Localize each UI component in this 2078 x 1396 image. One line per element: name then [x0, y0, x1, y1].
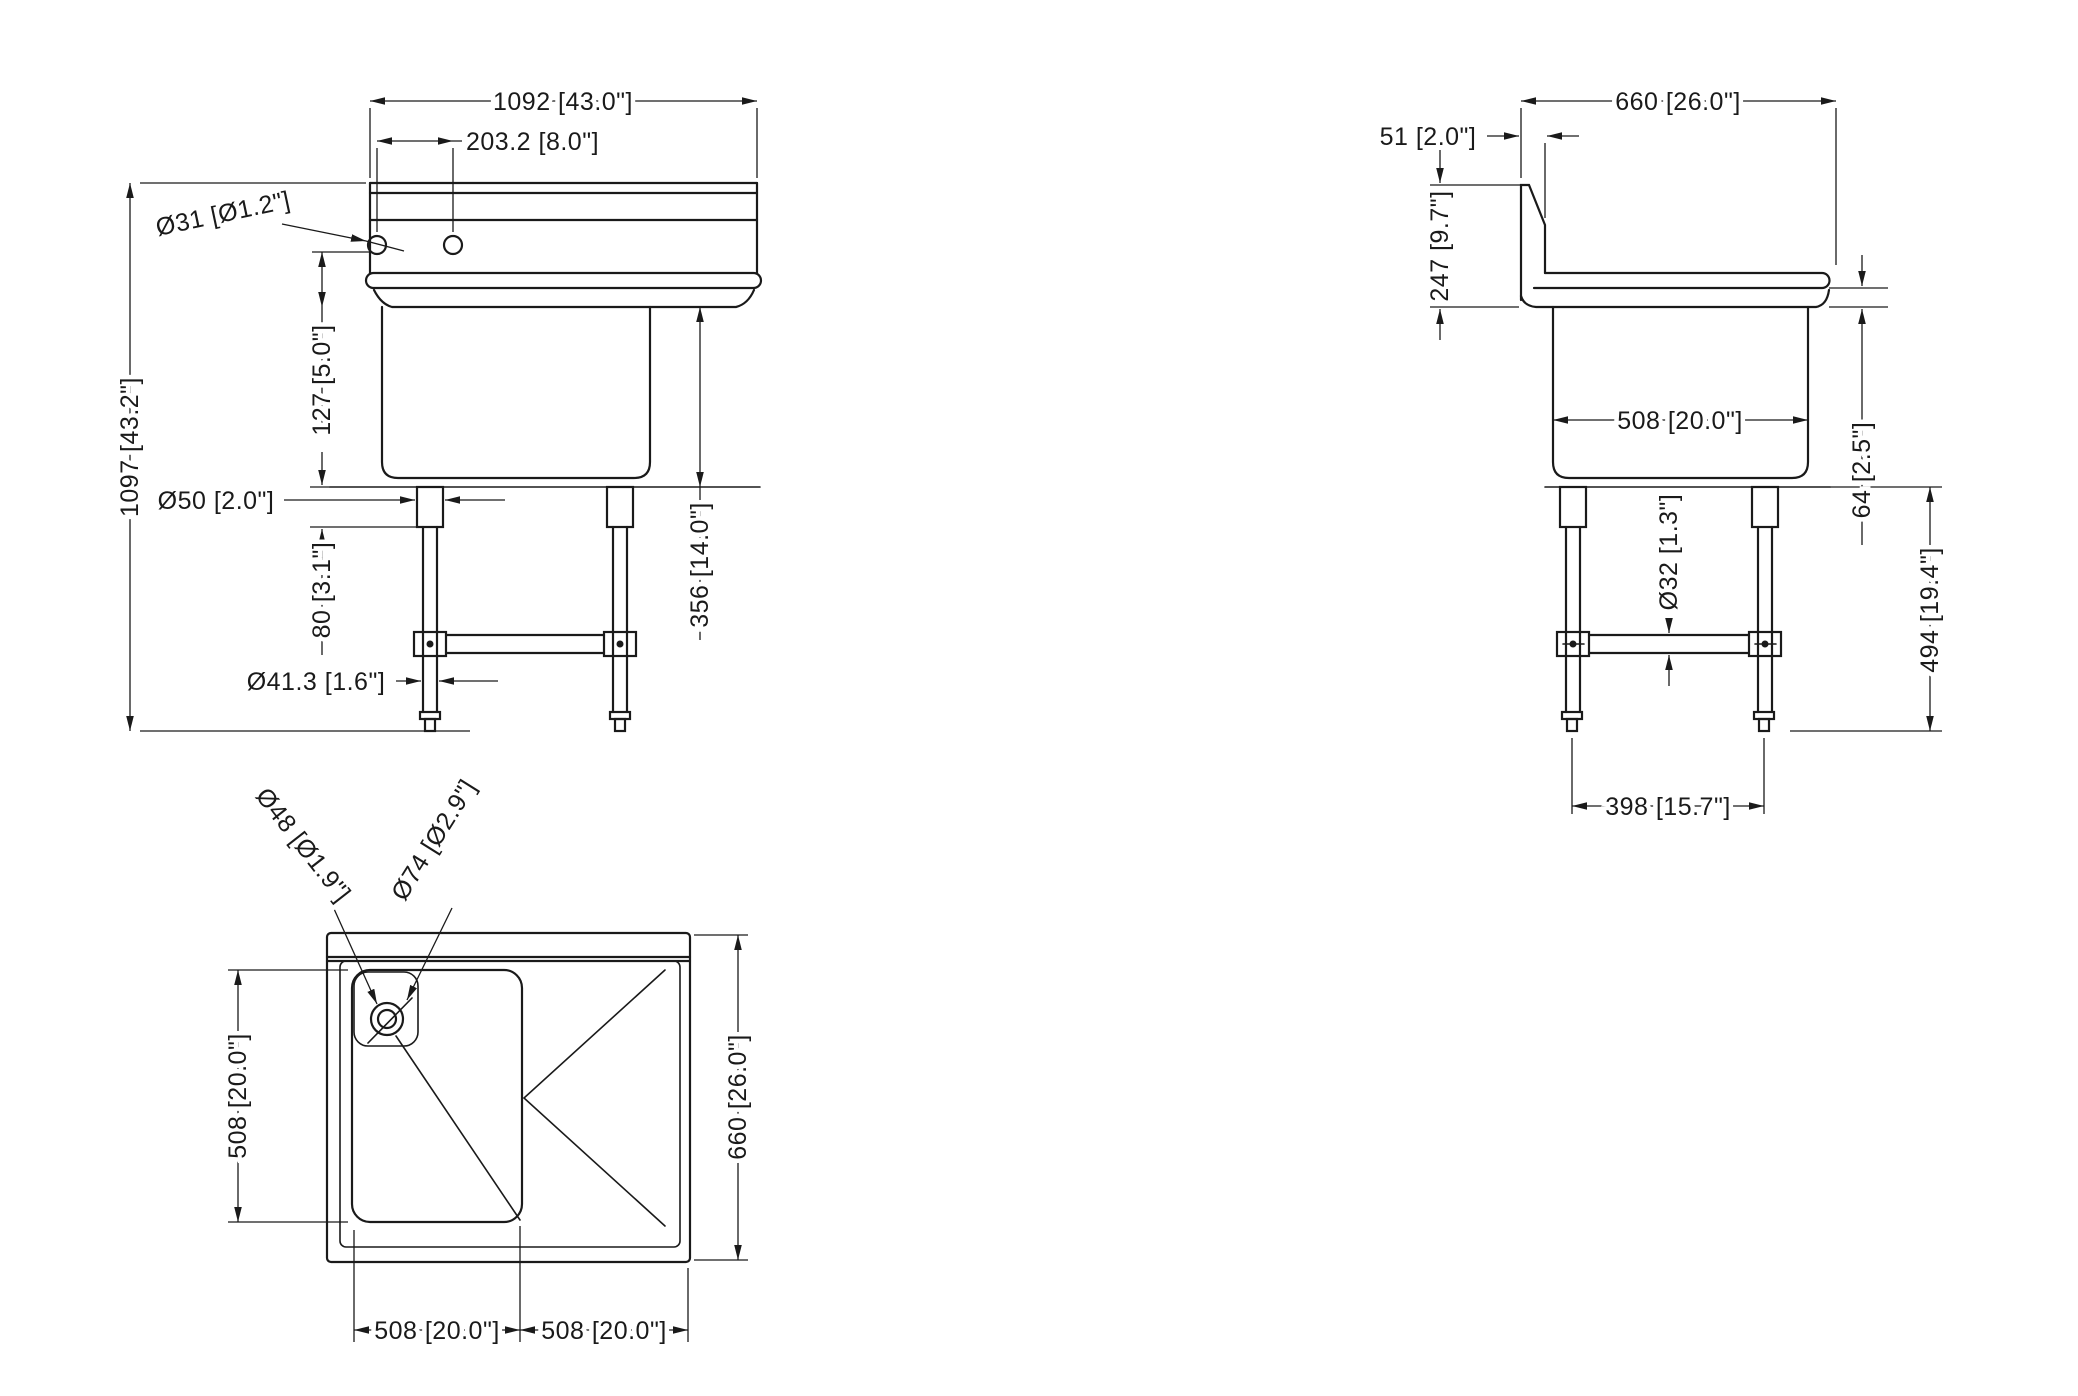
plan-sink-outline — [325, 931, 692, 1264]
plan-view: 508 [20.0"] 660 [26.0"] 508 [20.0"] 508 … — [220, 770, 757, 1349]
dim-counter-drop: 127 [5.0"] — [308, 324, 336, 435]
dim-bowl-depth: 356 [14.0"] — [686, 502, 714, 628]
front-view: 1092 [43.0"] 203.2 [8.0"] Ø31 [Ø1.2"] 10… — [112, 84, 763, 733]
dim-leg-dia: Ø41.3 [1.6"] — [247, 668, 386, 696]
side-dimensions — [1430, 97, 1942, 814]
dim-backsplash-thickness: 51 [2.0"] — [1380, 123, 1477, 151]
dim-leg-spacing: 398 [15.7"] — [1605, 793, 1731, 821]
dim-drain-dia: Ø48 [Ø1.9"] — [250, 783, 356, 908]
brace-bolt-icon — [616, 640, 624, 648]
front-dimensions — [126, 97, 758, 732]
drain-inner-circle — [376, 1008, 398, 1030]
side-sink-outline — [1519, 183, 1831, 733]
front-sink-outline — [329, 181, 763, 733]
dim-backsplash-height: 247 [9.7"] — [1426, 190, 1454, 301]
faucet-hole-left — [366, 234, 388, 256]
faucet-hole-right — [442, 234, 464, 256]
dim-faucet-hole-dia: Ø31 [Ø1.2"] — [153, 186, 293, 242]
dim-plan-bowl-depth: 508 [20.0"] — [224, 1033, 252, 1159]
dim-plan-overall-depth: 660 [26.0"] — [724, 1034, 752, 1160]
plan-dimensions — [228, 899, 748, 1342]
dim-socket-dia: Ø50 [2.0"] — [158, 487, 275, 515]
dim-faucet-spacing: 203.2 [8.0"] — [466, 128, 599, 156]
brace-bolt-icon — [426, 640, 434, 648]
drainboard-rib-lines — [522, 969, 666, 1227]
side-view: 660 [26.0"] 51 [2.0"] 247 [9.7"] 508 [20… — [1375, 84, 1948, 826]
dim-drain-flange-dia: Ø74 [Ø2.9"] — [386, 775, 482, 906]
dim-socket-height: 80 [3.1"] — [308, 542, 336, 639]
dim-overall-depth: 660 [26.0"] — [1615, 88, 1741, 116]
dim-overall-height: 1097 [43.2"] — [116, 377, 144, 517]
dim-leg-length: 494 [19.4"] — [1916, 547, 1944, 673]
dim-rim-height: 64 [2.5"] — [1848, 422, 1876, 519]
dim-bowl-front-to-back: 508 [20.0"] — [1617, 407, 1743, 435]
dim-overall-width: 1092 [43.0"] — [493, 88, 633, 116]
drain-outer-circle — [369, 1001, 405, 1037]
dim-plan-drainboard-width: 508 [20.0"] — [541, 1317, 667, 1345]
dim-plan-bowl-width: 508 [20.0"] — [374, 1317, 500, 1345]
dim-brace-dia: Ø32 [1.3"] — [1655, 494, 1683, 611]
